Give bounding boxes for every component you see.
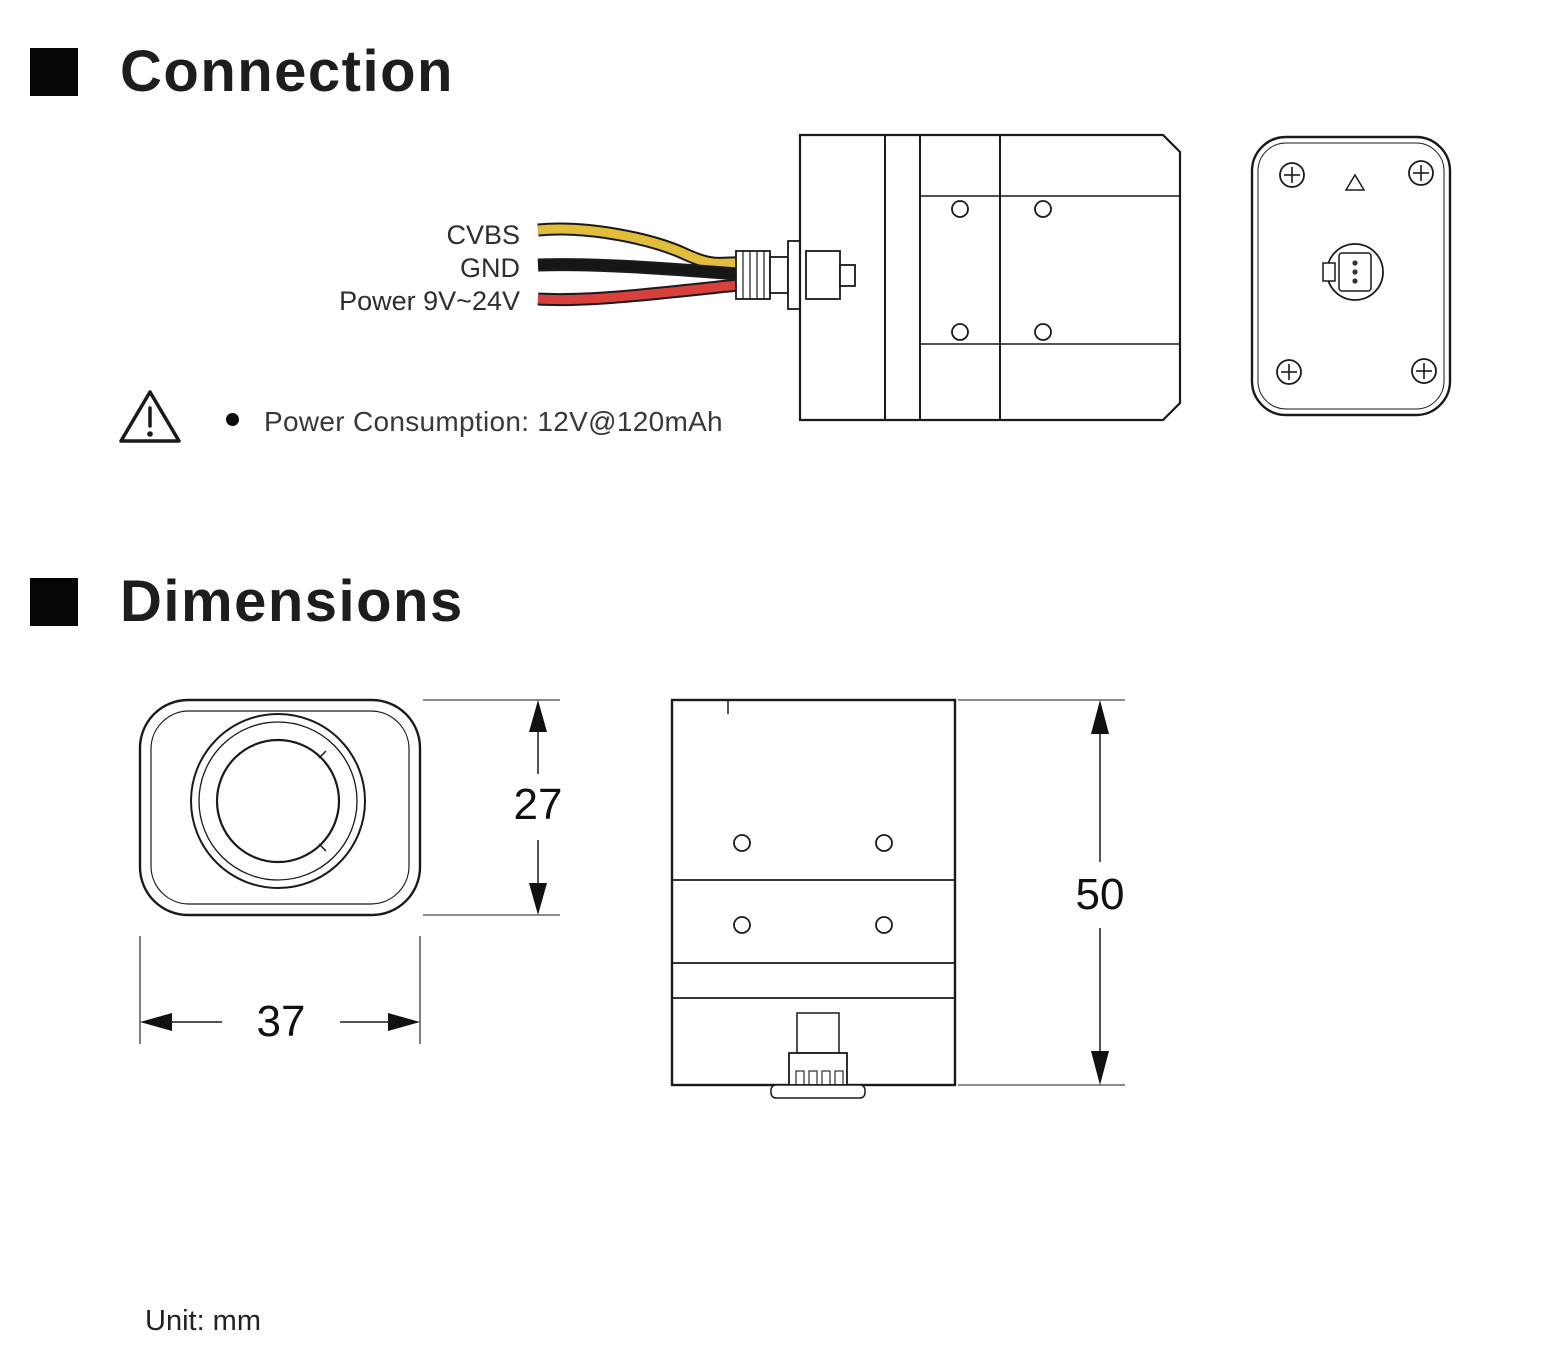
internal-header-tab (839, 264, 856, 287)
arrowhead-down (1091, 1051, 1109, 1085)
screw-hole (951, 323, 969, 341)
arrowhead-right (388, 1013, 420, 1031)
plug-body (735, 250, 771, 300)
plug-nose (769, 256, 789, 294)
wire-labels: CVBS GND Power 9V~24V (140, 219, 520, 318)
camera-side-view (787, 133, 1182, 422)
wire-harness (537, 222, 739, 307)
wire-plug-connector (735, 250, 789, 300)
bullet-icon (226, 413, 239, 426)
connection-section-marker (30, 48, 78, 96)
dim-label-side-height: 50 (1075, 870, 1125, 919)
lens-mid-ring (198, 721, 358, 881)
wire-label-power: Power 9V~24V (339, 286, 520, 316)
camera-socket (787, 240, 801, 310)
power-wire (537, 280, 739, 305)
camera-front-view (138, 698, 422, 917)
power-consumption-note: Power Consumption: 12V@120mAh (264, 406, 723, 437)
connection-diagram (537, 133, 1452, 422)
cvbs-wire (537, 224, 739, 268)
wire-label-gnd: GND (460, 253, 520, 283)
dim-label-front-height: 27 (513, 780, 563, 829)
unit-label: Unit: mm (145, 1305, 261, 1337)
bottom-connector (770, 1012, 866, 1099)
dimensions-section-title: Dimensions (120, 569, 464, 634)
dimension-27 (423, 699, 560, 916)
screw-icon (1279, 162, 1305, 188)
arrowhead-up (1091, 700, 1109, 734)
wire-label-cvbs: CVBS (446, 220, 520, 250)
dimensions-diagram (138, 698, 1125, 1099)
screw-icon (1276, 359, 1302, 385)
warning-icon (119, 390, 181, 443)
dim-label-front-width: 37 (256, 997, 306, 1046)
screw-hole (875, 916, 893, 934)
front-outline (138, 698, 422, 917)
lens-inner-ring (215, 738, 341, 864)
screw-hole (1034, 323, 1052, 341)
rear-inner-outline (1257, 142, 1445, 410)
dimension-50 (958, 699, 1125, 1086)
lens-notch (318, 843, 327, 852)
lens-notch (318, 750, 327, 759)
screw-icon (1408, 160, 1434, 186)
connection-section-title: Connection (120, 39, 454, 104)
internal-header (805, 250, 841, 300)
dimension-37 (139, 936, 421, 1044)
front-inner-outline (150, 710, 410, 905)
alignment-triangle-icon (1344, 173, 1366, 191)
camera-rear-view (1250, 135, 1452, 417)
dimensions-section-marker (30, 578, 78, 626)
screw-hole (875, 834, 893, 852)
screw-hole (733, 834, 751, 852)
screw-icon (1411, 358, 1437, 384)
arrowhead-down (529, 883, 547, 915)
screw-hole (1034, 200, 1052, 218)
lens-outer-ring (190, 713, 366, 889)
arrowhead-left (140, 1013, 172, 1031)
gnd-wire (537, 260, 739, 279)
arrowhead-up (529, 700, 547, 732)
screw-hole (733, 916, 751, 934)
screw-hole (951, 200, 969, 218)
camera-body-outline (798, 133, 1182, 422)
camera-side-view-dim (670, 698, 957, 1099)
rear-connector (1322, 243, 1384, 301)
